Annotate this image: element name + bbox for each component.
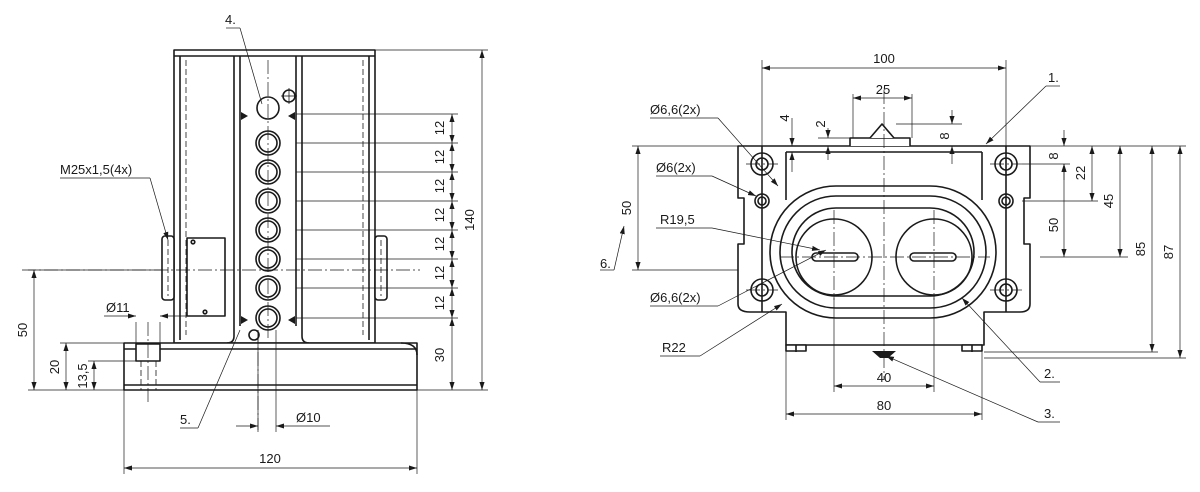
hole-dia-dimension: Ø11 — [104, 300, 190, 344]
width-total-label: 120 — [259, 451, 281, 466]
callout-item-6: 6. — [600, 256, 611, 271]
height-total-label: 140 — [462, 209, 477, 231]
radius-a-label: R19,5 — [660, 212, 695, 227]
right-openings — [769, 90, 997, 380]
dim-85-label: 85 — [1133, 242, 1148, 256]
left-view: 12 12 12 12 12 12 12 30 140 50 20 13,5 — [15, 12, 488, 474]
pin-dia-dimension: Ø10 — [236, 330, 330, 432]
thread-label: M25x1,5(4x) — [60, 162, 132, 177]
pin-dia-label: Ø10 — [296, 410, 321, 425]
gap-8-right-label: 8 — [1046, 152, 1061, 159]
right-view: 100 25 2 4 8 8 — [600, 51, 1186, 423]
left-callouts: 4. 5. — [180, 12, 263, 429]
right-bottom-dimensions: 40 80 — [785, 296, 983, 420]
dim-87-label: 87 — [1161, 245, 1176, 259]
axis-height-label: 50 — [15, 323, 30, 337]
dim-80-label: 80 — [877, 398, 891, 413]
right-width-total-label: 100 — [873, 51, 895, 66]
pitch-label: 12 — [432, 237, 447, 251]
hole-c-label: Ø6,6(2x) — [650, 290, 701, 305]
dim-22-label: 22 — [1073, 166, 1088, 180]
hole-a-label: Ø6,6(2x) — [650, 102, 701, 117]
dim-50-left-label: 50 — [619, 201, 634, 215]
left-pitch-extensions — [296, 49, 488, 391]
pitch-label: 12 — [432, 179, 447, 193]
thread-callout: M25x1,5(4x) — [60, 162, 169, 241]
width-total-dimension: 120 — [123, 390, 418, 474]
hole-dia-label: Ø11 — [106, 300, 130, 315]
pitch-label: 12 — [432, 266, 447, 280]
bottom-hole-height-label: 30 — [432, 348, 447, 362]
callout-item-3: 3. — [1044, 406, 1055, 421]
callout-item-1: 1. — [1048, 70, 1059, 85]
dim-40-label: 40 — [877, 370, 891, 385]
radius-b-label: R22 — [662, 340, 686, 355]
dim-45-label: 45 — [1101, 194, 1116, 208]
left-hole-column — [241, 60, 297, 341]
callout-item-5: 5. — [180, 412, 191, 427]
gap-4-label: 4 — [777, 114, 792, 121]
base-height-label: 20 — [47, 360, 62, 374]
gap-2-label: 2 — [813, 120, 828, 127]
pitch-label: 12 — [432, 150, 447, 164]
gap-8-top-label: 8 — [937, 132, 952, 139]
pitch-label: 12 — [432, 121, 447, 135]
pitch-label: 12 — [432, 296, 447, 310]
dim-50-inner-label: 50 — [1046, 218, 1061, 232]
callout-item-4: 4. — [225, 12, 236, 27]
pitch-label: 12 — [432, 208, 447, 222]
right-top-dimensions: 100 25 2 4 8 — [761, 51, 1007, 172]
left-glands — [22, 235, 420, 317]
center-spacing-label: 25 — [876, 82, 890, 97]
hole-depth-label: 13,5 — [75, 363, 90, 388]
left-side-dimensions: 50 20 13,5 — [15, 269, 162, 391]
right-corner-holes — [746, 148, 1022, 306]
left-pitch-dimensions: 12 12 12 12 12 12 12 30 140 — [432, 50, 485, 390]
callout-item-2: 2. — [1044, 366, 1055, 381]
left-body — [173, 49, 376, 344]
right-callouts: 1. 2. 3. 6. — [600, 70, 1060, 423]
right-side-dimensions: 8 50 22 45 85 87 — [984, 130, 1186, 359]
right-left-dimension: 50 — [619, 145, 738, 271]
right-leaders: Ø6,6(2x) Ø6(2x) R19,5 Ø6,6(2x) R22 — [650, 102, 827, 357]
hole-b-label: Ø6(2x) — [656, 160, 696, 175]
